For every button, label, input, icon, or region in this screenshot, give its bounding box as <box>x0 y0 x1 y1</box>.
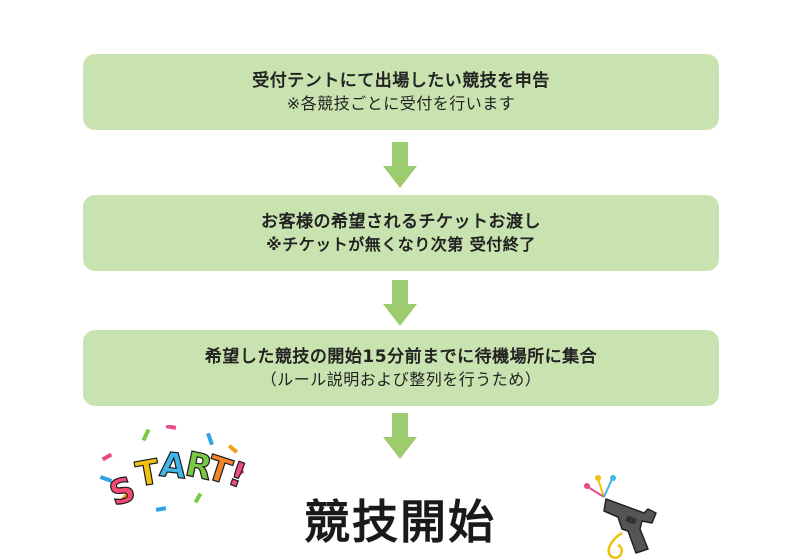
down-arrow-icon <box>383 142 417 188</box>
start-logo-icon: S T A R T ! <box>99 425 246 515</box>
step-3-note: （ルール説明および整列を行うため） <box>260 370 542 389</box>
step-1-note: ※各競技ごとに受付を行います <box>286 94 516 113</box>
step-2-box: お客様の希望されるチケットお渡し ※チケットが無くなり次第 受付終了 <box>83 195 719 271</box>
step-3-box: 希望した競技の開始15分前までに待機場所に集合 （ルール説明および整列を行うため… <box>83 330 719 406</box>
step-1-title: 受付テントにて出場したい競技を申告 <box>252 71 550 91</box>
down-arrow-icon <box>383 280 417 326</box>
step-3-title: 希望した競技の開始15分前までに待機場所に集合 <box>204 347 598 367</box>
step-2-note: ※チケットが無くなり次第 受付終了 <box>266 235 536 254</box>
race-start-title: 競技開始 <box>304 495 496 549</box>
step-1-box: 受付テントにて出場したい競技を申告 ※各競技ごとに受付を行います <box>83 54 719 130</box>
svg-text:A: A <box>158 445 189 488</box>
starter-pistol-icon <box>584 475 657 560</box>
step-2-title: お客様の希望されるチケットお渡し <box>261 212 541 232</box>
down-arrow-icon <box>383 413 417 459</box>
